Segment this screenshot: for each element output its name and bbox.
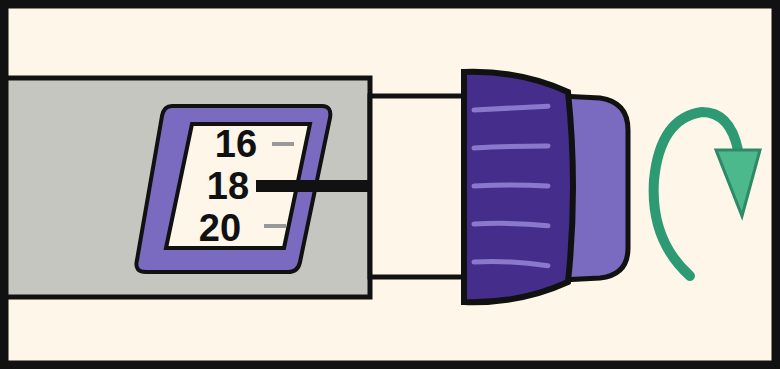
dose-tick (272, 142, 294, 146)
dial-ridge (474, 223, 548, 226)
dial-ridge (474, 185, 548, 186)
dial-ridge (474, 146, 548, 148)
dose-number: 20 (190, 208, 250, 248)
dose-number: 16 (206, 124, 266, 164)
dial-ridge (474, 261, 548, 265)
turn-arrow (654, 112, 738, 276)
dose-dial (464, 72, 573, 302)
dose-tick (264, 224, 286, 228)
pen-sleeve (370, 96, 470, 277)
dial-ridge (474, 106, 548, 110)
dose-pointer (256, 180, 370, 192)
dose-number: 18 (198, 166, 258, 206)
pen-body (0, 78, 370, 297)
frame (4, 4, 776, 365)
turn-arrowhead (716, 150, 760, 216)
